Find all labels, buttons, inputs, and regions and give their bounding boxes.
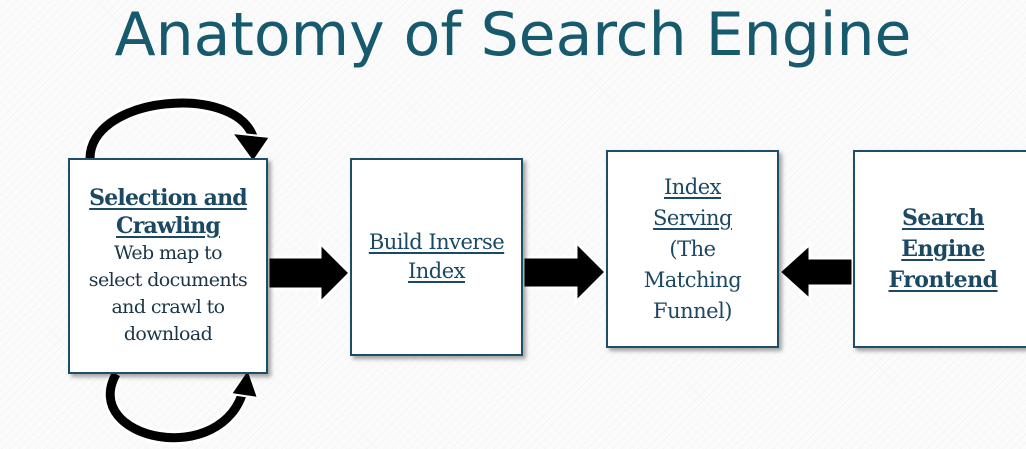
search-engine-frontend-box: Search Engine Frontend xyxy=(853,150,1026,348)
selection-heading-line1[interactable]: Selection and xyxy=(89,185,248,211)
frontend-link-line3[interactable]: Frontend xyxy=(888,266,998,293)
selection-heading-line2[interactable]: Crawling xyxy=(116,213,221,239)
selection-desc-line: and crawl to xyxy=(111,296,225,318)
top-loop-arrow xyxy=(82,95,272,164)
arrow-index-to-serving xyxy=(521,238,609,306)
frontend-link-line1[interactable]: Search xyxy=(901,204,985,231)
frontend-link-line2[interactable]: Engine xyxy=(901,235,985,262)
selection-crawling-box: Selection and Crawling Web map to select… xyxy=(68,158,268,374)
build-index-link-line2[interactable]: Index xyxy=(407,259,466,283)
index-serving-text-line: (The xyxy=(669,236,716,261)
selection-desc-line: Web map to xyxy=(113,242,223,264)
selection-desc-line: download xyxy=(123,323,213,345)
index-serving-link-line2[interactable]: Serving xyxy=(653,205,732,230)
index-serving-text-line: Matching xyxy=(643,267,742,292)
selection-desc-line: select documents xyxy=(88,269,248,291)
build-inverse-index-box: Build Inverse Index xyxy=(350,158,523,356)
build-index-link-line1[interactable]: Build Inverse xyxy=(368,230,505,254)
index-serving-text-line: Funnel) xyxy=(653,298,732,323)
index-serving-link-line1[interactable]: Index xyxy=(663,174,722,199)
bottom-loop-arrow xyxy=(102,366,260,446)
arrow-frontend-to-serving xyxy=(776,240,855,304)
index-serving-box: Index Serving (The Matching Funnel) xyxy=(606,150,779,348)
arrow-crawl-to-index xyxy=(266,239,353,307)
page-title: Anatomy of Search Engine xyxy=(114,0,912,70)
